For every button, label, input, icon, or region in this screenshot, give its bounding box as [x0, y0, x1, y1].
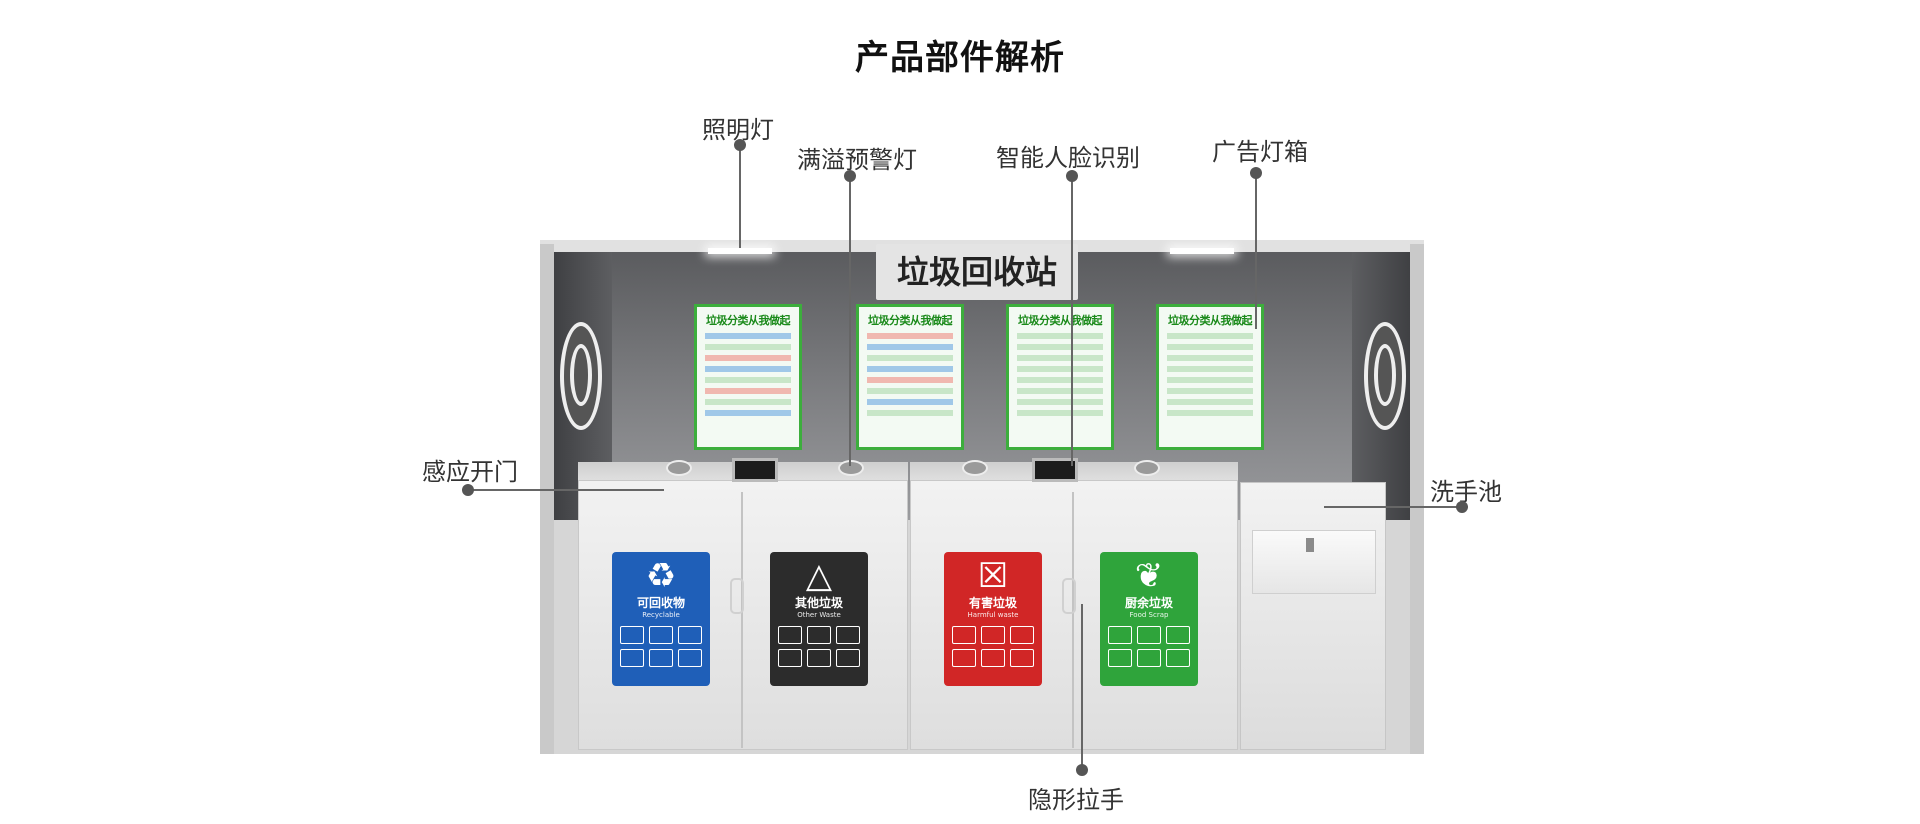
kiosk-post-left: [540, 244, 554, 754]
callout-ad-lightbox: 广告灯箱: [1212, 138, 1308, 166]
side-emblem-right-icon: [1364, 322, 1406, 430]
food-scrap-icon: ❦: [1134, 556, 1164, 596]
door-seam: [741, 492, 743, 748]
page-title: 产品部件解析: [855, 38, 1065, 78]
bin-label-english: Other Waste: [797, 611, 841, 619]
recycle-icon: ♻: [645, 556, 677, 596]
bin-label-food-scrap: ❦ 厨余垃圾 Food Scrap: [1100, 552, 1198, 686]
leader-dot-face-recognition: [1066, 170, 1078, 182]
face-recognition-screen[interactable]: [1032, 458, 1078, 482]
leader-line-wash-basin: [1324, 506, 1462, 508]
hidden-handle[interactable]: [730, 578, 744, 614]
leader-line-overflow-light: [849, 176, 851, 466]
kiosk-post-right: [1410, 244, 1424, 754]
leader-dot-lighting: [734, 139, 746, 151]
leader-dot-overflow-light: [844, 170, 856, 182]
bin-label-name: 其他垃圾: [794, 596, 843, 610]
leader-line-ad-lightbox: [1255, 173, 1257, 329]
faucet-icon[interactable]: [1306, 538, 1314, 552]
poster-heading: 垃圾分类从我做起: [1018, 314, 1103, 327]
poster-heading: 垃圾分类从我做起: [706, 314, 791, 327]
leader-dot-ad-lightbox: [1250, 167, 1262, 179]
sensor-button[interactable]: [838, 460, 864, 476]
door-seam: [1072, 492, 1074, 748]
bin-label-other-waste: △ 其他垃圾 Other Waste: [770, 552, 868, 686]
sensor-button[interactable]: [1134, 460, 1160, 476]
station-sign: 垃圾回收站: [876, 244, 1078, 300]
leader-dot-hidden-handle: [1076, 764, 1088, 776]
sensor-button[interactable]: [962, 460, 988, 476]
bin-label-harmful-waste: ☒ 有害垃圾 Harmful waste: [944, 552, 1042, 686]
ad-poster-2: 垃圾分类从我做起: [856, 304, 964, 450]
ad-poster-4: 垃圾分类从我做起: [1156, 304, 1264, 450]
ad-poster-3: 垃圾分类从我做起: [1006, 304, 1114, 450]
face-recognition-screen[interactable]: [732, 458, 778, 482]
leader-dot-sensor-door: [462, 484, 474, 496]
leader-line-lighting: [739, 145, 741, 248]
callout-overflow-light: 满溢预警灯: [797, 146, 917, 174]
bin-label-english: Food Scrap: [1129, 611, 1169, 619]
callout-sensor-door: 感应开门: [422, 458, 518, 486]
side-emblem-left-icon: [560, 322, 602, 430]
leader-line-face-recognition: [1071, 176, 1073, 466]
callout-hidden-handle: 隐形拉手: [1028, 786, 1124, 814]
bin-label-name: 可回收物: [636, 596, 685, 610]
wash-basin-cabinet: [1240, 482, 1386, 750]
callout-face-recognition: 智能人脸识别: [996, 144, 1140, 172]
leader-line-hidden-handle: [1081, 604, 1083, 770]
leader-line-sensor-door: [468, 489, 664, 491]
bin-label-recyclable: ♻ 可回收物 Recyclable: [612, 552, 710, 686]
wash-basin: [1252, 530, 1376, 594]
leader-dot-wash-basin: [1456, 501, 1468, 513]
harmful-waste-icon: ☒: [977, 556, 1009, 596]
lighting-lamp-right: [1170, 248, 1234, 254]
ad-poster-1: 垃圾分类从我做起: [694, 304, 802, 450]
bin-label-english: Harmful waste: [967, 611, 1019, 619]
poster-heading: 垃圾分类从我做起: [868, 314, 953, 327]
bin-label-name: 厨余垃圾: [1124, 596, 1173, 610]
callout-wash-basin: 洗手池: [1430, 478, 1502, 506]
poster-heading: 垃圾分类从我做起: [1168, 314, 1253, 327]
lighting-lamp-left: [708, 248, 772, 254]
bin-label-name: 有害垃圾: [968, 596, 1017, 610]
other-waste-icon: △: [805, 556, 833, 596]
sensor-button[interactable]: [666, 460, 692, 476]
bin-label-english: Recyclable: [642, 611, 680, 619]
hidden-handle[interactable]: [1062, 578, 1076, 614]
